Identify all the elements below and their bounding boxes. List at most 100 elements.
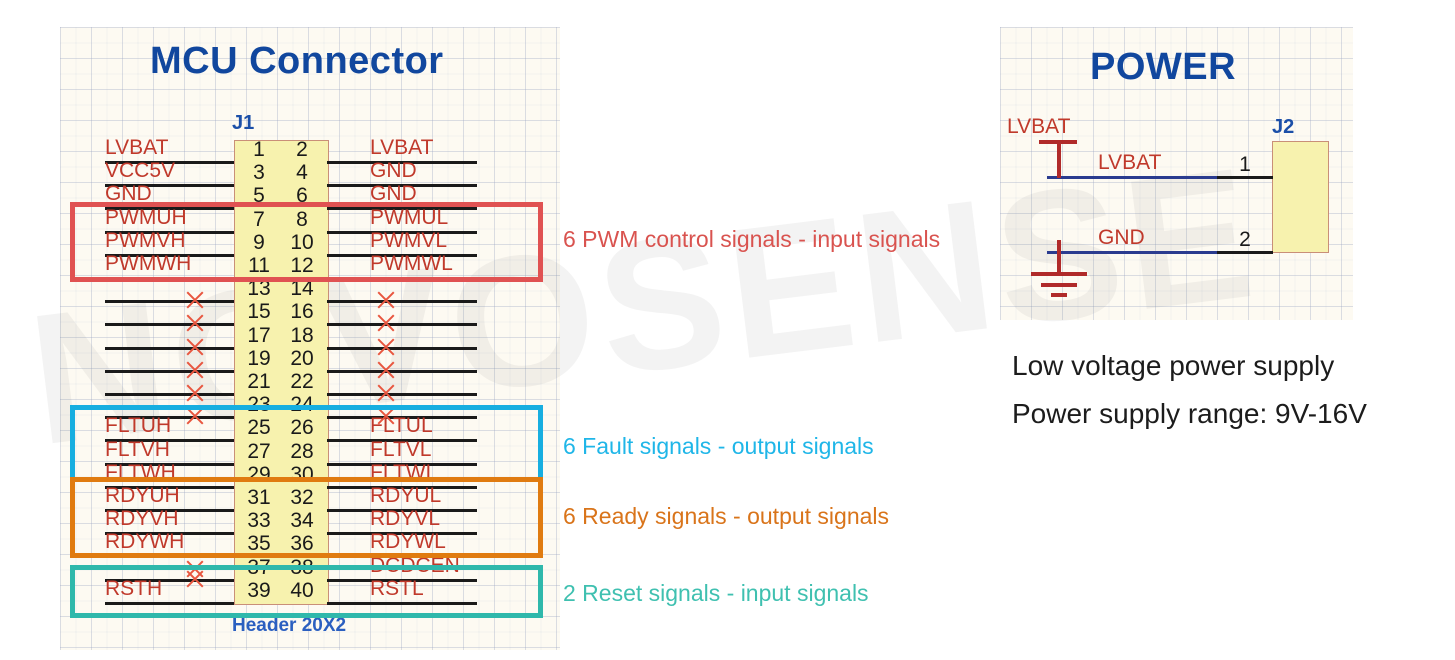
j1-pin-number-left: 21 (247, 370, 271, 393)
j1-wire-left (105, 207, 234, 211)
j1-pin-number-left: 39 (247, 578, 271, 602)
j1-wire-right (327, 323, 477, 327)
annotation-fault: 6 Fault signals - output signals (563, 433, 874, 459)
j1-pin-number-right: 22 (290, 370, 314, 393)
no-connect-icon (184, 336, 206, 358)
power-title: POWER (1090, 46, 1237, 88)
j1-net-label-right: PWMUL (370, 205, 449, 229)
j2-net-label: GND (1098, 226, 1145, 249)
j1-pin-number-right: 24 (290, 393, 314, 417)
j1-pin-number-right: 26 (290, 416, 314, 440)
no-connect-icon (184, 359, 206, 381)
j2-pin-number: 1 (1239, 153, 1251, 176)
j2-net-label: LVBAT (1098, 151, 1162, 174)
j1-wire-right (327, 601, 477, 605)
j1-pin-number-left: 5 (253, 184, 265, 208)
j1-wire-left (105, 416, 234, 420)
j2-wire-net (1047, 176, 1217, 179)
j1-wire-left (105, 253, 234, 257)
gnd-symbol-bar-2 (1041, 283, 1077, 287)
j1-net-label-right: PWMVL (370, 228, 448, 252)
no-connect-icon (375, 359, 397, 381)
no-connect-icon (375, 336, 397, 358)
j1-wire-left (105, 346, 234, 350)
j1-net-label-left: RSTH (105, 576, 163, 600)
j2-connector-body (1272, 141, 1329, 253)
j1-wire-right (327, 184, 477, 188)
j1-pin-number-right: 10 (290, 230, 314, 254)
j1-wire-right (327, 369, 477, 373)
gnd-symbol-bar-1 (1031, 272, 1087, 276)
j1-wire-left (105, 485, 234, 489)
j1-wire-left (105, 509, 234, 512)
j1-refdes: J1 (232, 112, 255, 134)
j1-wire-right (327, 393, 477, 396)
j1-pin-number-left: 17 (247, 323, 271, 347)
j1-pin-number-right: 16 (290, 300, 314, 324)
j1-pin-number-left: 7 (253, 207, 265, 231)
no-connect-icon (375, 382, 397, 404)
no-connect-icon (184, 312, 206, 334)
j1-pin-number-right: 18 (290, 323, 314, 347)
j1-pin-number-right: 32 (290, 486, 314, 509)
no-connect-icon (375, 289, 397, 311)
j1-wire-right (327, 161, 477, 164)
gnd-symbol-bar-3 (1051, 293, 1067, 297)
annotation-pwm: 6 PWM control signals - input signals (563, 226, 941, 252)
power-note-2: Power supply range: 9V-16V (1012, 398, 1367, 429)
j1-pin-number-left: 19 (247, 346, 271, 370)
j1-pin-number-right: 4 (296, 161, 308, 185)
j1-pin-number-right: 14 (290, 277, 314, 301)
j1-wire-left (105, 578, 234, 582)
j1-pin-number-right: 12 (290, 254, 314, 277)
j1-pin-number-left: 33 (247, 509, 271, 533)
j2-wire-black (1215, 251, 1273, 254)
j1-pin-number-left: 27 (247, 439, 271, 463)
j1-net-label-right: RSTL (370, 576, 424, 600)
j1-wire-right (327, 439, 477, 443)
j1-net-label-left: RDYVH (105, 507, 179, 531)
j1-wire-left (105, 393, 234, 396)
j1-wire-left (105, 161, 234, 164)
gnd-symbol-stem (1057, 240, 1061, 272)
j1-pin-number-right: 2 (296, 138, 308, 161)
j1-net-label-right: LVBAT (370, 136, 434, 159)
j1-pin-number-right: 34 (290, 509, 314, 533)
pwm-highlight-box (70, 202, 543, 282)
j1-net-label-right: RDYVL (370, 507, 441, 531)
lvbat-symbol-bar (1039, 140, 1077, 144)
j1-pin-number-left: 3 (253, 161, 265, 185)
j1-pin-number-left: 9 (253, 230, 265, 254)
j1-pin-number-right: 20 (290, 346, 314, 370)
j1-pin-number-left: 31 (247, 486, 271, 509)
lvbat-supply-label: LVBAT (1007, 115, 1071, 138)
j1-wire-left (105, 439, 234, 443)
j1-net-label-left: PWMUH (105, 205, 187, 229)
j1-net-label-right: PWMWL (370, 252, 453, 275)
j1-wire-left (105, 532, 234, 536)
j2-wire-black (1215, 176, 1273, 179)
j1-wire-left (105, 300, 234, 304)
j1-pin-number-right: 28 (290, 439, 314, 463)
j1-wire-right (327, 462, 477, 466)
lvbat-symbol-stem (1057, 140, 1061, 178)
ready-highlight-box (70, 477, 543, 558)
j1-pin-number-left: 1 (253, 138, 265, 161)
j2-pin-number: 2 (1239, 228, 1251, 251)
j1-net-label-left: PWMWH (105, 252, 192, 275)
j1-wire-right (327, 346, 477, 350)
j1-net-label-left: LVBAT (105, 136, 169, 159)
mcu-title: MCU Connector (150, 40, 444, 82)
j1-net-label-right: RDYWL (370, 530, 446, 554)
no-connect-icon (184, 382, 206, 404)
j1-connector-body (234, 140, 329, 605)
j2-wire-net (1047, 251, 1217, 254)
j1-pin-number-left: 13 (247, 277, 271, 301)
j1-net-label-left: RDYWH (105, 530, 185, 554)
j1-net-label-right: GND (370, 182, 417, 206)
j1-pin-number-left: 25 (247, 416, 271, 440)
j1-pin-number-right: 40 (290, 578, 314, 602)
j1-wire-left (105, 601, 234, 605)
j1-net-label-left: VCC5V (105, 159, 176, 183)
j1-pin-number-left: 11 (248, 254, 270, 277)
